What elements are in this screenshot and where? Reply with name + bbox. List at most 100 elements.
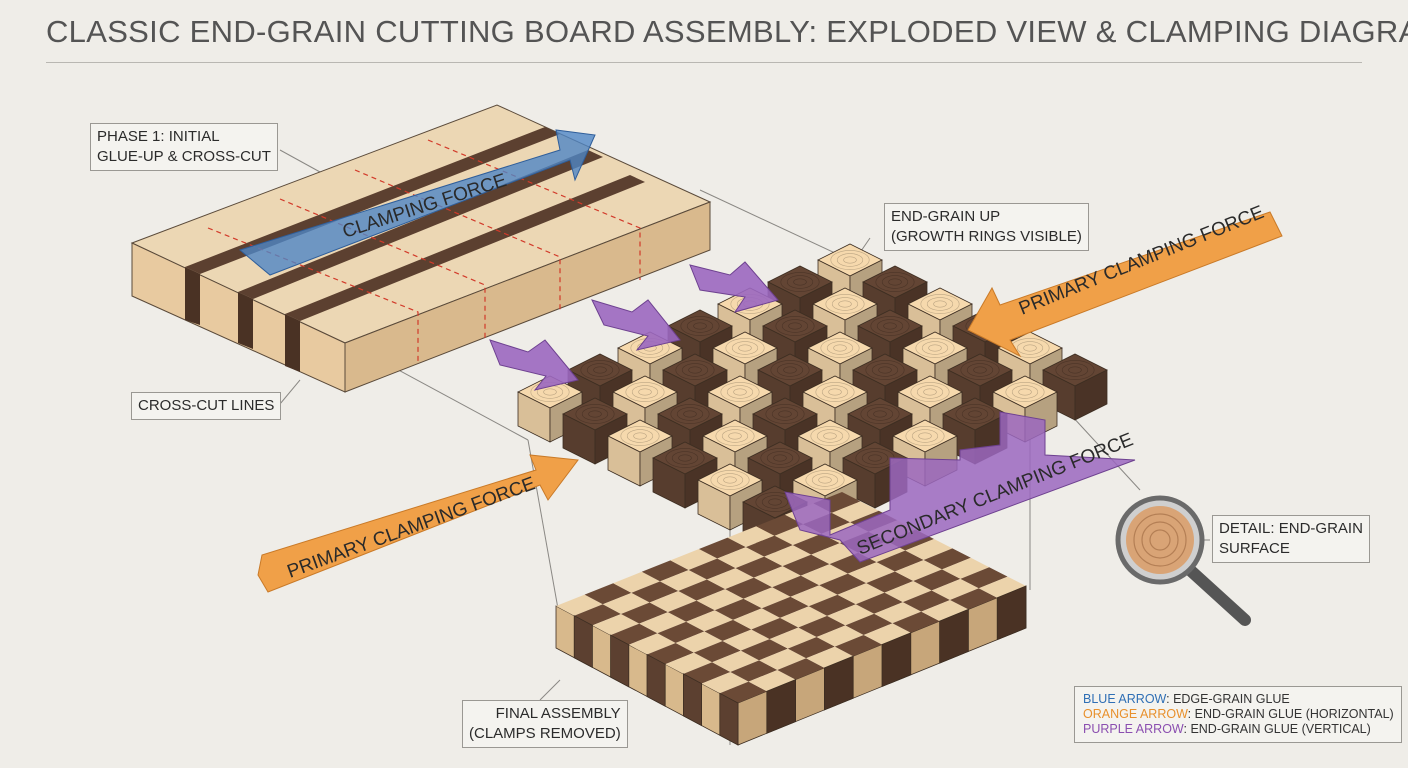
board-square [787,637,835,659]
board-square [751,617,799,640]
board-square [811,543,859,565]
board-square [759,648,807,670]
board-square [719,681,767,703]
board-square [740,639,788,661]
board-square [678,579,726,601]
board-square [693,641,741,663]
laminated-strip-block [130,104,712,393]
board-square [761,596,809,618]
board-square [722,629,770,651]
board-square [921,599,969,622]
board-edge-strip [683,673,702,727]
board-edge-strip [766,679,796,734]
board-square [725,577,773,599]
board-square [780,606,828,628]
legend-row-orange: ORANGE ARROW: END-GRAIN GLUE (HORIZONTAL… [1083,707,1394,721]
board-square [819,573,867,595]
board-edge-strip [996,585,1027,641]
board-square [769,627,817,649]
board-square [647,642,694,665]
board-square [701,671,749,694]
board-square [670,549,718,570]
board-square [675,631,723,653]
legend: BLUE ARROW: EDGE-GRAIN GLUE ORANGE ARROW… [1074,686,1402,743]
board-square [790,585,838,607]
board-square [800,564,848,586]
board-square [845,613,893,635]
board-square [876,550,924,572]
board-square [960,567,1008,589]
orange-primary-arrow-left: PRIMARY CLAMPING FORCE [257,454,579,593]
board-square [641,560,689,582]
board-square [639,612,687,634]
board-square [727,526,775,548]
board-square [717,547,765,569]
board-square [942,557,990,579]
board-square [772,575,820,597]
callout-end-grain-up: END-GRAIN UP (GROWTH RINGS VISIBLE) [884,203,1089,251]
board-square [688,558,736,580]
callout-cross-cut-lines: CROSS-CUT LINES [131,392,282,420]
board-square [905,539,953,560]
board-edge-strip [939,608,969,664]
board-square [792,533,840,555]
board-square [855,592,903,614]
board-square [798,615,846,638]
board-square [628,633,676,655]
board-square [696,589,744,611]
board-square [706,568,754,590]
board-square [649,591,697,613]
board-square [894,559,943,582]
board-square [902,590,951,612]
board-square [834,634,882,657]
board-square [712,650,760,672]
callout-final-assembly: FINAL ASSEMBLY (CLAMPS REMOVED) [462,700,628,748]
callout-detail-end-grain: DETAIL: END-GRAIN SURFACE [1212,515,1370,563]
diagram-title: CLASSIC END-GRAIN CUTTING BOARD ASSEMBLY… [46,14,1408,49]
board-square [866,571,914,593]
primary-clamping-force-label-left: PRIMARY CLAMPING FORCE [285,473,539,582]
board-square [756,514,804,536]
board-square [657,621,705,643]
board-square [863,623,911,645]
magnifier-icon [1115,495,1251,626]
board-square [777,658,825,680]
board-square [699,537,746,559]
board-square [610,623,658,645]
board-edge-strip [610,634,630,688]
board-square [808,594,856,616]
board-square [923,548,971,570]
purple-arrows [489,261,779,391]
board-square [827,604,875,626]
board-square [753,566,801,588]
board-square [831,501,879,523]
board-square [950,588,998,610]
board-square [837,583,885,605]
board-square [602,592,650,614]
board-square [592,613,640,636]
end-grain-block [997,331,1063,399]
board-square [665,652,713,674]
board-square [613,571,661,593]
board-edge-strip [646,653,666,707]
board-square [764,545,812,567]
legend-row-blue: BLUE ARROW: EDGE-GRAIN GLUE [1083,692,1290,706]
board-square [683,662,731,684]
callout-phase1: PHASE 1: INITIAL GLUE-UP & CROSS-CUT [90,123,278,171]
board-square [931,578,979,600]
board-square [743,587,791,609]
board-edge-strip [573,615,593,669]
board-square [730,660,778,682]
board-square [874,602,922,624]
board-square [556,594,603,616]
board-square [816,625,864,647]
board-square [714,598,762,620]
board-square [704,619,752,642]
board-square [584,583,632,605]
board-edge-strip [824,655,854,711]
board-square [782,554,830,576]
board-square [574,604,622,626]
board-square [748,669,796,692]
board-square [847,562,895,584]
